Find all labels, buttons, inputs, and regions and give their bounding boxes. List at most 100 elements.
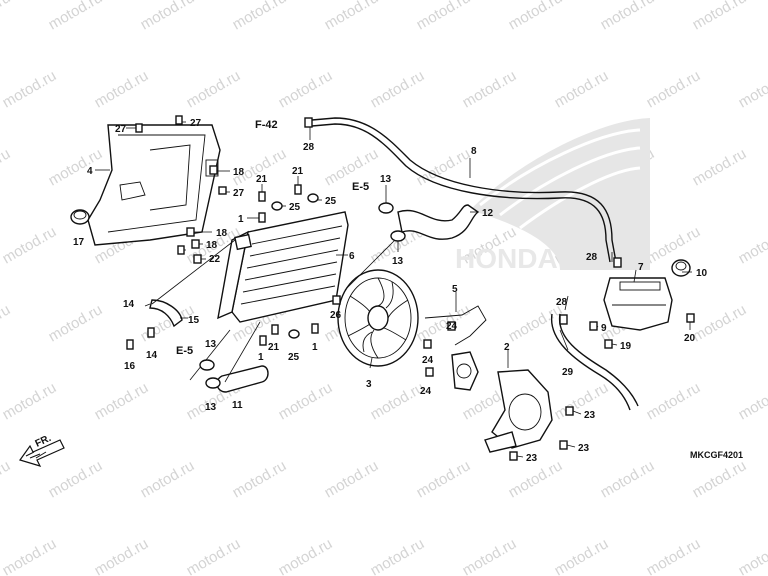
bolt-24 <box>425 367 434 377</box>
callout-4: 4 <box>87 166 93 177</box>
watermark-text: motod.ru <box>414 0 474 33</box>
siphon-tube <box>311 117 617 263</box>
watermark-text: motod.ru <box>0 457 13 501</box>
bolt-9 <box>589 321 598 331</box>
bolt-22 <box>193 254 202 264</box>
clip-28 <box>559 314 568 325</box>
callout-21: 21 <box>268 342 280 353</box>
callout-21: 21 <box>292 166 304 177</box>
clamp-13 <box>199 359 215 371</box>
collar-21 <box>271 324 279 335</box>
clip-14 <box>147 327 155 338</box>
front-direction-arrow <box>19 439 65 467</box>
callout-21: 21 <box>256 174 268 185</box>
watermark-text: motod.ru <box>414 145 474 189</box>
clamp-13 <box>378 202 394 214</box>
callout-25: 25 <box>289 202 301 213</box>
watermark-text: motod.ru <box>276 535 336 576</box>
callout-28: 28 <box>586 252 598 263</box>
brand-logo-text: HONDA <box>455 243 558 274</box>
watermark-text: motod.ru <box>736 223 768 267</box>
radiator-shroud <box>87 124 221 246</box>
callout-28: 28 <box>556 297 568 308</box>
nut-27 <box>218 186 227 195</box>
water-pump-cover <box>484 369 553 453</box>
watermark-text: motod.ru <box>322 0 382 33</box>
diagram-code: MKCGF4201 <box>690 450 743 460</box>
callout-28: 28 <box>303 142 315 153</box>
watermark-text: motod.ru <box>46 301 106 345</box>
callout-14: 14 <box>146 350 158 361</box>
bolt-18 <box>186 227 195 237</box>
callout-labels: F-42 E-5 E-5 FR. MKCGF4201 1 1 1 2 3 4 5… <box>34 118 743 464</box>
watermark-text: motod.ru <box>184 535 244 576</box>
watermark-text: motod.ru <box>690 301 750 345</box>
watermark-text: motod.ru <box>46 145 106 189</box>
bolt-18 <box>191 239 200 249</box>
bolt-24 <box>447 321 456 331</box>
callout-12: 12 <box>482 208 494 219</box>
ref-e5-upper: E-5 <box>352 181 369 193</box>
clip-28 <box>613 257 622 268</box>
callout-18: 18 <box>233 167 245 178</box>
bolt-23 <box>559 440 568 450</box>
overflow-tube <box>550 313 631 411</box>
callout-1: 1 <box>238 214 244 225</box>
callout-23: 23 <box>578 443 590 454</box>
callout-23: 23 <box>584 410 596 421</box>
watermark-text: motod.ru <box>690 457 750 501</box>
watermark-text: motod.ru <box>92 535 152 576</box>
watermark-text: motod.ru <box>368 535 428 576</box>
bolt-1 <box>259 335 267 346</box>
callout-18: 18 <box>206 240 218 251</box>
watermark-text: motod.ru <box>690 145 750 189</box>
collar-26 <box>332 295 341 305</box>
callout-27: 27 <box>233 188 245 199</box>
callout-27: 27 <box>190 118 202 129</box>
callout-2: 2 <box>504 342 510 353</box>
clamp-13 <box>390 230 406 242</box>
watermark-text: motod.ru <box>644 535 704 576</box>
upper-hose <box>397 204 480 240</box>
hardware <box>126 115 695 461</box>
bolt-19 <box>604 339 613 349</box>
callout-1: 1 <box>312 342 318 353</box>
reserve-tank-cap <box>671 259 691 277</box>
callout-13: 13 <box>380 174 392 185</box>
watermark-text: motod.ru <box>414 301 474 345</box>
callout-18: 18 <box>216 228 228 239</box>
callout-13: 13 <box>205 402 217 413</box>
collar-21 <box>294 184 302 195</box>
callout-20: 20 <box>684 333 696 344</box>
callout-25: 25 <box>325 196 337 207</box>
watermark-text: motod.ru <box>322 457 382 501</box>
watermark-text: motod.ru <box>0 145 13 189</box>
reserve-tank <box>603 277 673 331</box>
watermark-text: motod.ru <box>0 379 59 423</box>
callout-10: 10 <box>696 268 708 279</box>
watermark-text: motod.ru <box>184 67 244 111</box>
watermark-text: motod.ru <box>0 67 59 111</box>
callout-27: 27 <box>115 124 127 135</box>
callout-13: 13 <box>205 339 217 350</box>
watermark-text: motod.ru <box>276 379 336 423</box>
callout-6: 6 <box>349 251 355 262</box>
watermark-text: motod.ru <box>92 379 152 423</box>
watermark-text: motod.ru <box>644 223 704 267</box>
ref-f42: F-42 <box>255 119 278 131</box>
small-hose <box>149 299 183 328</box>
drain-bolt-16 <box>126 339 134 350</box>
clip-28 <box>304 117 313 128</box>
bolt-23 <box>565 406 574 416</box>
watermark-text: motod.ru <box>276 67 336 111</box>
watermark-text: motod.ru <box>0 0 13 33</box>
callout-13: 13 <box>392 256 404 267</box>
watermark-text: motod.ru <box>460 535 520 576</box>
cooling-fan <box>337 269 419 367</box>
callout-16: 16 <box>124 361 136 372</box>
watermark-text: motod.ru <box>598 457 658 501</box>
hardware-leaders <box>126 121 691 458</box>
callout-24: 24 <box>446 321 458 332</box>
callout-23: 23 <box>526 453 538 464</box>
watermark-text: motod.ru <box>0 301 13 345</box>
